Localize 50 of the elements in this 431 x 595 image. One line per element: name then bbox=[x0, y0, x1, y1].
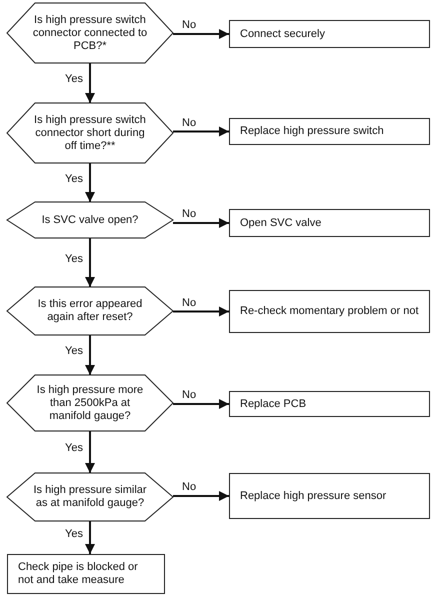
edge-label: Yes bbox=[64, 345, 84, 357]
edge-label: No bbox=[181, 389, 198, 401]
process-box bbox=[229, 391, 430, 417]
node-text: Connect securely bbox=[240, 28, 325, 40]
node-text: Is high pressure switch connector connected to PCB?* bbox=[32, 14, 148, 52]
arrow bbox=[173, 306, 229, 316]
node-text: Replace high pressure switch bbox=[240, 125, 384, 138]
arrow bbox=[85, 521, 95, 554]
process-box bbox=[229, 473, 430, 519]
decision-hexagon bbox=[7, 287, 173, 335]
arrow bbox=[85, 163, 95, 202]
edge-label: Yes bbox=[64, 252, 84, 264]
node-text: Is SVC valve open? bbox=[40, 214, 140, 226]
process-box bbox=[229, 209, 430, 237]
decision-hexagon bbox=[7, 202, 173, 238]
arrow bbox=[173, 126, 229, 136]
edge-label: No bbox=[181, 19, 198, 31]
arrow bbox=[85, 63, 95, 103]
arrow bbox=[85, 238, 95, 287]
decision-hexagon bbox=[7, 3, 173, 63]
node-text: Is this error appeared again after reset? bbox=[36, 298, 144, 324]
node-text: Replace PCB bbox=[240, 398, 306, 410]
arrow bbox=[173, 218, 229, 228]
node-text: Is high pressure more than 2500kPa at manifold gauge? bbox=[36, 384, 144, 422]
node-text: Check pipe is blocked or not and take measure bbox=[18, 561, 139, 587]
decision-hexagon bbox=[7, 473, 173, 521]
edge-label: No bbox=[181, 208, 198, 220]
decision-hexagon bbox=[7, 375, 173, 431]
decision-hexagon bbox=[7, 103, 173, 163]
edge-label: Yes bbox=[64, 73, 84, 85]
process-box bbox=[229, 20, 430, 48]
node-text: Open SVC valve bbox=[240, 216, 322, 230]
arrow bbox=[85, 335, 95, 375]
edge-label: No bbox=[181, 481, 198, 493]
process-box bbox=[229, 118, 430, 145]
edge-label: Yes bbox=[64, 442, 84, 454]
process-box bbox=[229, 290, 430, 333]
arrow bbox=[173, 399, 229, 409]
edge-label: No bbox=[181, 116, 198, 128]
arrow bbox=[173, 29, 229, 39]
node-text: Replace high pressure sensor bbox=[240, 490, 386, 502]
arrow bbox=[85, 431, 95, 473]
edge-label: Yes bbox=[64, 172, 84, 184]
node-text: Re-check momentary problem or not bbox=[240, 305, 419, 318]
edge-label: Yes bbox=[64, 528, 84, 540]
arrow bbox=[173, 491, 229, 501]
node-text: Is high pressure switch connector short during off time?** bbox=[33, 114, 147, 152]
node-text: Is high pressure similar as at manifold gauge? bbox=[32, 484, 148, 510]
process-box bbox=[7, 554, 165, 594]
edge-label: No bbox=[181, 296, 198, 308]
